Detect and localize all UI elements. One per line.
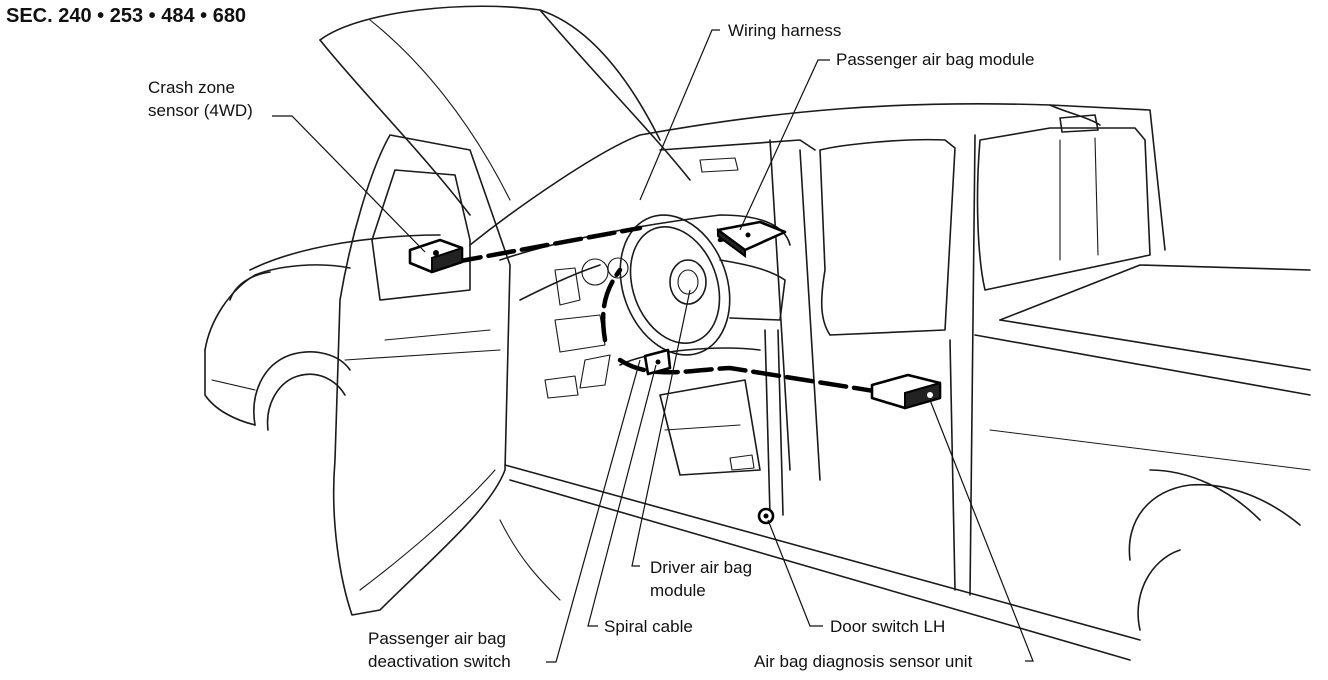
leader-lines xyxy=(272,29,1034,663)
door-switch-part xyxy=(757,507,775,525)
crash-zone-sensor-part xyxy=(408,238,464,274)
steering-wheel xyxy=(619,214,731,356)
label-crash-zone-sensor-line2: sensor (4WD) xyxy=(148,101,253,120)
truck-bed xyxy=(974,264,1311,631)
open-hood xyxy=(319,5,691,216)
rocker-panel xyxy=(499,464,1141,661)
seat-belt-edge xyxy=(777,329,784,516)
deactivation-switch-part xyxy=(643,348,672,376)
label-driver-air-bag-module-line1: Driver air bag xyxy=(650,558,753,577)
front-fender xyxy=(204,234,441,431)
label-crash-zone-sensor: Crash zone sensor (4WD) xyxy=(148,76,253,122)
section-codes: SEC. 240 • 253 • 484 • 680 xyxy=(6,5,247,27)
label-wiring-harness: Wiring harness xyxy=(728,21,842,40)
passenger-air-bag-module-part xyxy=(716,220,787,258)
label-spiral-cable: Spiral cable xyxy=(604,617,693,636)
open-driver-door xyxy=(332,134,511,616)
label-passenger-deactivation-switch: Passenger air bag deactivation switch xyxy=(368,627,511,673)
label-passenger-deactivation-switch-line2: deactivation switch xyxy=(368,652,511,671)
label-diagnosis-sensor-unit: Air bag diagnosis sensor unit xyxy=(754,652,973,671)
label-passenger-deactivation-switch-line1: Passenger air bag xyxy=(368,629,506,648)
diagnosis-sensor-unit-part xyxy=(870,373,942,410)
label-driver-air-bag-module: Driver air bag module xyxy=(650,556,752,602)
label-passenger-air-bag-module: Passenger air bag module xyxy=(836,50,1035,69)
dashboard xyxy=(499,157,791,476)
label-door-switch-lh: Door switch LH xyxy=(830,617,946,636)
cab-body xyxy=(469,102,1166,596)
seat-belt xyxy=(764,329,771,516)
label-driver-air-bag-module-line2: module xyxy=(650,581,706,600)
label-crash-zone-sensor-line1: Crash zone xyxy=(148,78,235,97)
